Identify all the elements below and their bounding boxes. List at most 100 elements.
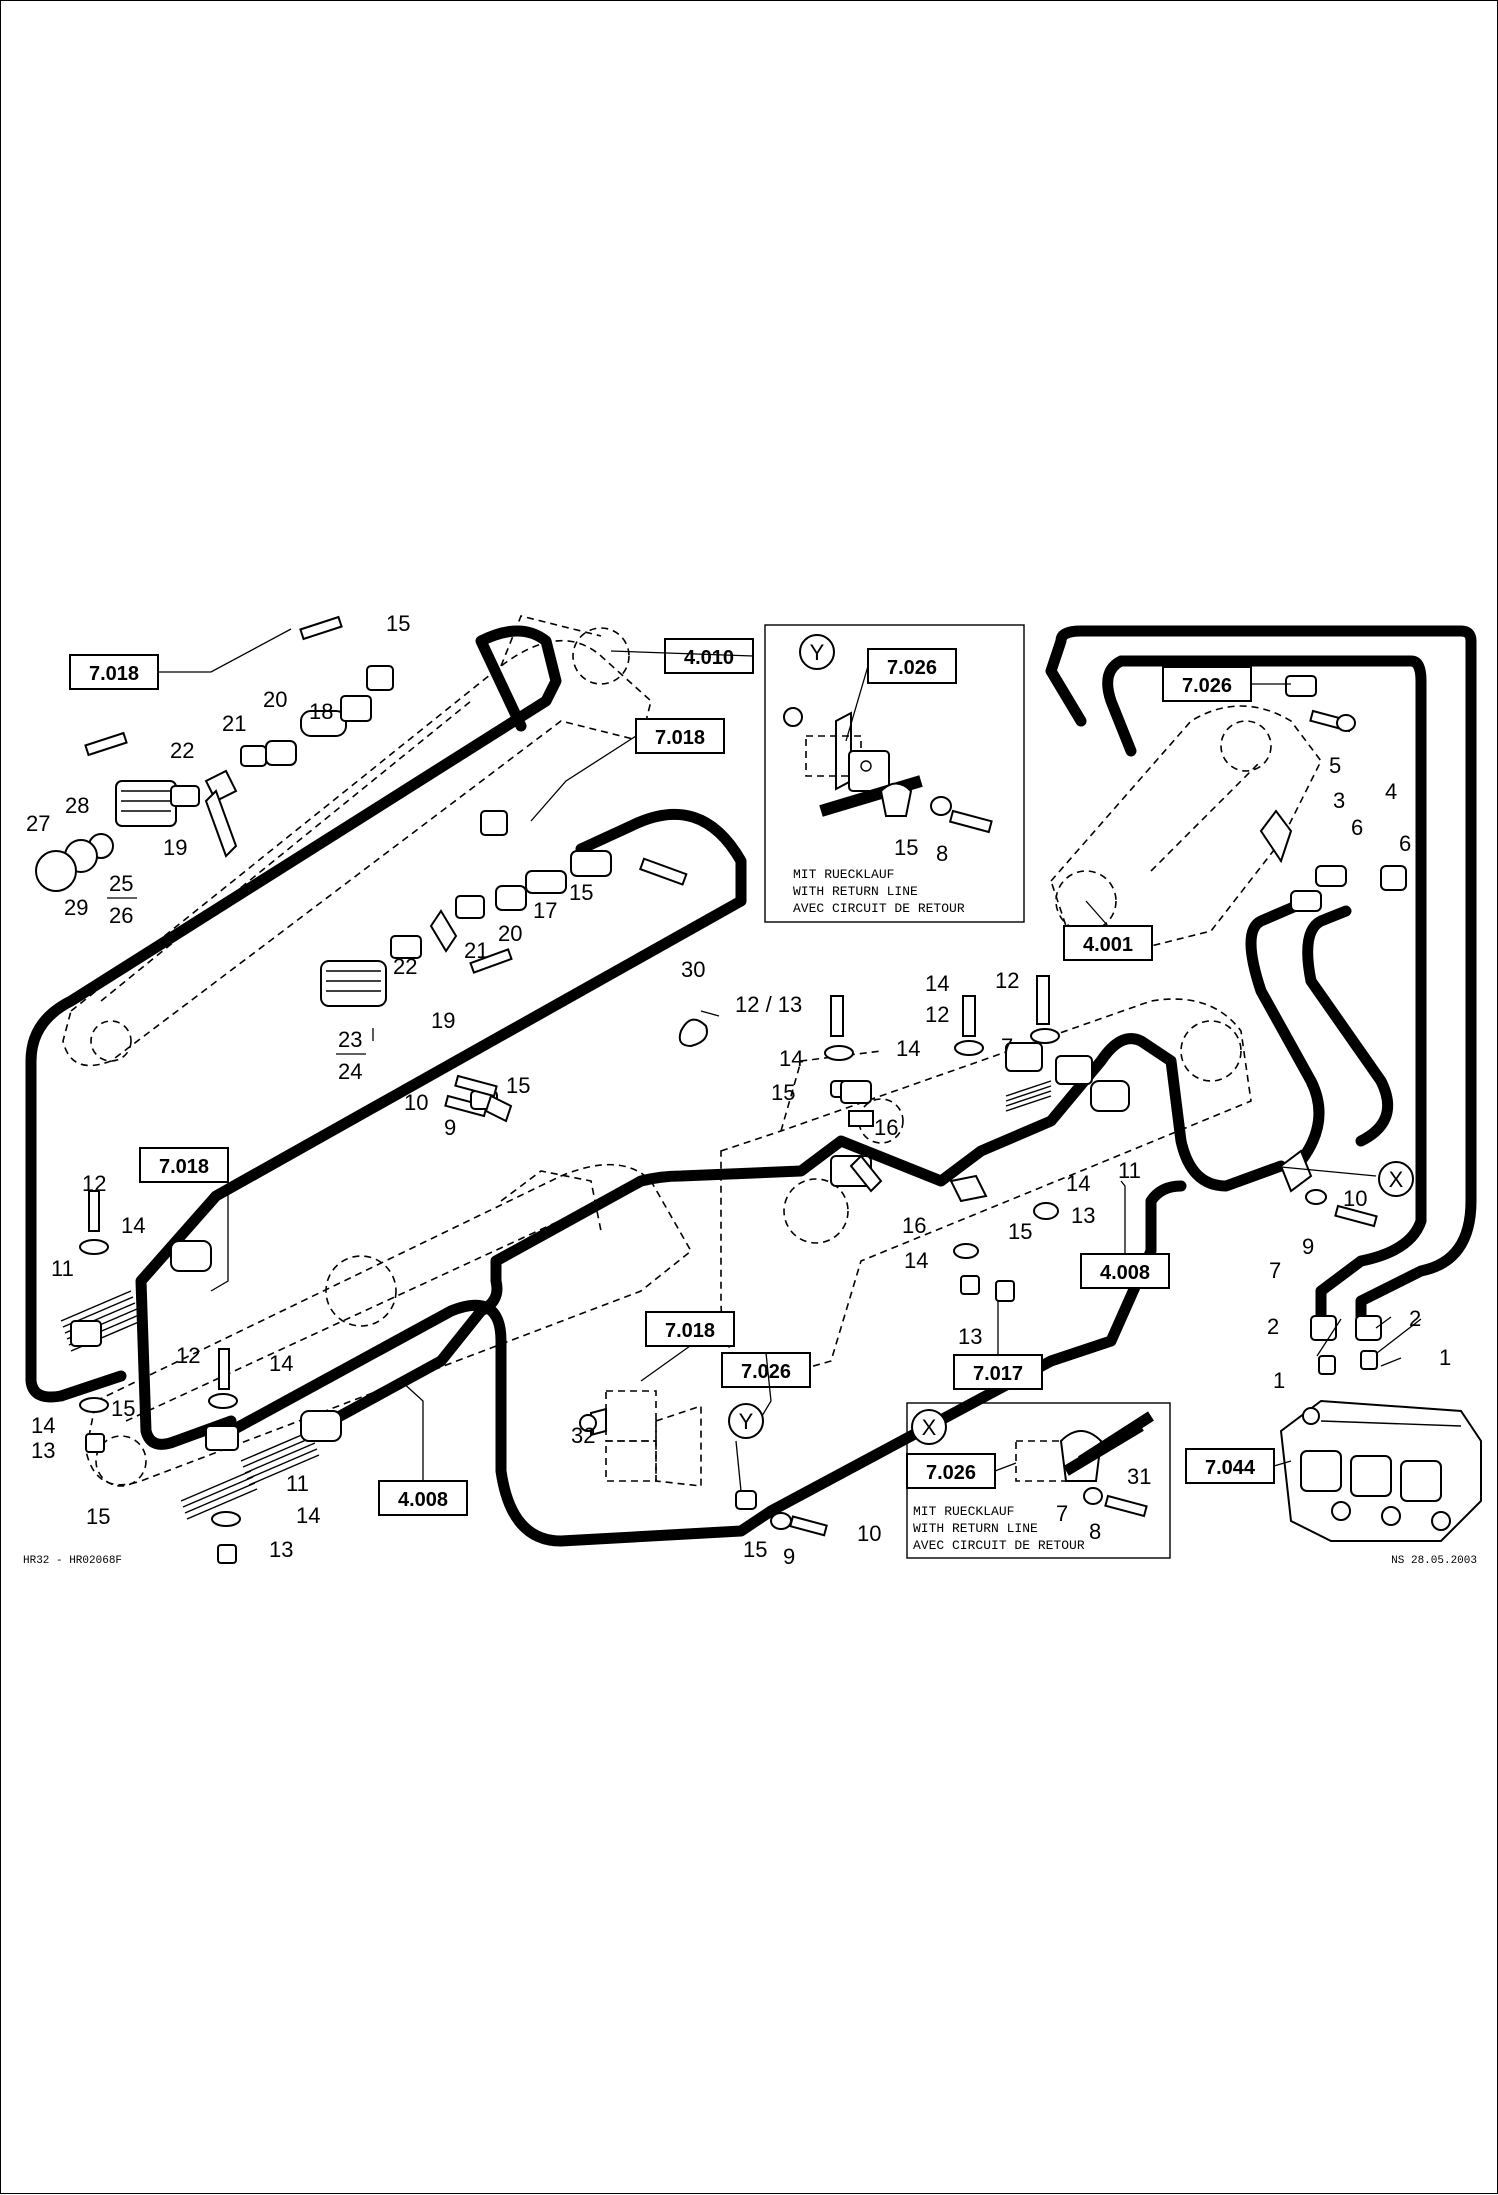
ref-box-7.018-d: 7.018: [645, 1311, 735, 1347]
svg-text:7.018: 7.018: [665, 1320, 715, 1342]
svg-text:6: 6: [1351, 815, 1363, 840]
svg-text:14: 14: [925, 971, 949, 996]
swing-bracket-outline: [1050, 705, 1322, 952]
svg-text:Y: Y: [739, 1409, 754, 1434]
svg-text:7.026: 7.026: [741, 1361, 791, 1383]
svg-text:15: 15: [894, 835, 918, 860]
svg-text:11: 11: [51, 1256, 74, 1281]
svg-text:5: 5: [1329, 753, 1341, 778]
svg-text:11: 11: [286, 1471, 309, 1496]
ref-box-7.018-b: 7.018: [635, 718, 725, 754]
svg-text:31: 31: [1127, 1464, 1151, 1489]
reference-boxes: 4.010 7.018 7.018 7.018 7.018 7.026 7.02…: [69, 638, 1275, 1516]
svg-text:13: 13: [31, 1438, 55, 1463]
svg-text:1: 1: [1273, 1368, 1285, 1393]
svg-text:2: 2: [1409, 1306, 1421, 1331]
hose-boom-outer: [25, 625, 562, 1403]
ref-box-4.001: 4.001: [1063, 925, 1153, 961]
svg-text:14: 14: [896, 1036, 920, 1061]
svg-text:16: 16: [902, 1213, 926, 1238]
svg-text:11: 11: [1118, 1158, 1141, 1183]
hose-boom-inner: [135, 808, 747, 1450]
svg-text:WITH RETURN LINE: WITH RETURN LINE: [793, 884, 918, 899]
svg-text:10: 10: [1343, 1186, 1367, 1211]
svg-text:17: 17: [533, 898, 557, 923]
svg-text:7.018: 7.018: [89, 663, 139, 685]
svg-text:28: 28: [65, 793, 89, 818]
svg-text:22: 22: [170, 738, 194, 763]
svg-text:12: 12: [995, 968, 1019, 993]
ref-box-4.008-a: 4.008: [1080, 1253, 1170, 1289]
svg-text:13: 13: [1071, 1203, 1095, 1228]
svg-text:15: 15: [771, 1080, 795, 1105]
svg-text:24: 24: [338, 1059, 362, 1084]
svg-text:4.010: 4.010: [684, 647, 734, 669]
svg-text:15: 15: [569, 880, 593, 905]
svg-text:8: 8: [1089, 1519, 1101, 1544]
svg-text:3: 3: [1333, 788, 1345, 813]
note-x: MIT RUECKLAUF WITH RETURN LINE AVEC CIRC…: [913, 1504, 1085, 1553]
svg-text:12: 12: [925, 1002, 949, 1027]
svg-text:10: 10: [404, 1090, 428, 1115]
detail-view-y: [764, 624, 1025, 923]
svg-text:13: 13: [269, 1537, 293, 1562]
quick-coupler-lower: [320, 850, 612, 1007]
svg-text:14: 14: [296, 1503, 320, 1528]
control-valve-block: [1279, 1399, 1482, 1542]
svg-text:7.018: 7.018: [159, 1156, 209, 1178]
hose-right-outer: [1045, 625, 1477, 1327]
hose-right-inner: [1102, 655, 1427, 1327]
svg-text:X: X: [1389, 1167, 1404, 1192]
svg-text:12 / 13: 12 / 13: [735, 992, 802, 1017]
hose-swing-b: [1302, 905, 1394, 1147]
svg-text:9: 9: [444, 1115, 456, 1140]
svg-text:AVEC CIRCUIT DE RETOUR: AVEC CIRCUIT DE RETOUR: [793, 901, 965, 916]
svg-text:4.008: 4.008: [1100, 1262, 1150, 1284]
svg-text:15: 15: [86, 1504, 110, 1529]
svg-text:15: 15: [743, 1537, 767, 1562]
svg-text:15: 15: [1008, 1219, 1032, 1244]
svg-text:14: 14: [1066, 1171, 1090, 1196]
hydraulic-hoses: [25, 625, 1477, 1547]
svg-text:13: 13: [958, 1324, 982, 1349]
ref-box-7.018-a: 7.018: [69, 654, 159, 690]
ref-box-7.026-top: 7.026: [1162, 666, 1252, 702]
view-marker-x-right: X: [1378, 1161, 1414, 1197]
svg-text:20: 20: [263, 687, 287, 712]
svg-text:4.008: 4.008: [398, 1489, 448, 1511]
svg-text:15: 15: [386, 611, 410, 636]
svg-text:6: 6: [1399, 831, 1411, 856]
svg-text:7.026: 7.026: [1182, 675, 1232, 697]
footer: HR32 - HR02068F NS 28.05.2003: [23, 1555, 1477, 1567]
svg-text:21: 21: [464, 938, 488, 963]
y-mid-parts: [579, 1390, 828, 1537]
svg-text:19: 19: [431, 1008, 455, 1033]
note-y: MIT RUECKLAUF WITH RETURN LINE AVEC CIRC…: [793, 867, 965, 916]
svg-text:15: 15: [506, 1073, 530, 1098]
svg-text:20: 20: [498, 921, 522, 946]
svg-text:7: 7: [1269, 1258, 1281, 1283]
leader-lines: [158, 628, 1422, 1492]
svg-text:27: 27: [26, 811, 50, 836]
ref-box-7.026-x: 7.026: [906, 1453, 996, 1489]
svg-text:18: 18: [309, 699, 333, 724]
view-marker-y-bottom: Y: [728, 1403, 764, 1439]
svg-text:7: 7: [1056, 1501, 1068, 1526]
svg-text:7.026: 7.026: [926, 1462, 976, 1484]
svg-text:22: 22: [393, 954, 417, 979]
svg-text:14: 14: [904, 1248, 928, 1273]
svg-text:MIT RUECKLAUF: MIT RUECKLAUF: [913, 1504, 1014, 1519]
footer-drawing-number: HR32 - HR02068F: [23, 1555, 122, 1567]
svg-text:WITH RETURN LINE: WITH RETURN LINE: [913, 1521, 1038, 1536]
svg-text:7.017: 7.017: [973, 1363, 1023, 1385]
part-callouts: 15 18 20 21 22 19 27 28 29 25 26 15 17 2…: [26, 611, 1451, 1569]
svg-text:2: 2: [1267, 1314, 1279, 1339]
svg-text:21: 21: [222, 711, 246, 736]
svg-text:14: 14: [269, 1351, 293, 1376]
svg-text:29: 29: [64, 895, 88, 920]
svg-text:14: 14: [31, 1413, 55, 1438]
svg-text:9: 9: [1302, 1234, 1314, 1259]
ref-box-7.017: 7.017: [953, 1354, 1043, 1390]
svg-text:23: 23: [338, 1027, 362, 1052]
